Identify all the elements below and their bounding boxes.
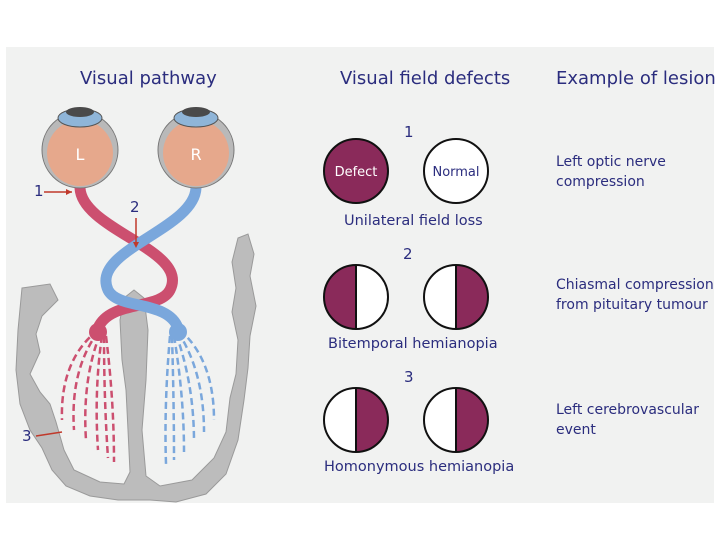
left-eye-label: L [76, 145, 85, 164]
marker-1: 1 [34, 182, 44, 200]
field-defect-fill [456, 388, 488, 452]
field-circle-1-right: Normal [423, 138, 489, 204]
field-circle-2-left [323, 264, 389, 330]
header-example-of-lesion: Example of lesion [556, 68, 716, 89]
marker-2-arrowhead [133, 242, 139, 248]
right-eye [157, 107, 235, 189]
brain-outline [15, 233, 257, 503]
right-geniculate [169, 323, 187, 341]
defect-number-2: 2 [403, 245, 413, 263]
lesion-example-1: Left optic nerve compression [556, 152, 666, 192]
field-circle-text: Normal [432, 165, 479, 180]
header-visual-field-defects: Visual field defects [340, 68, 511, 89]
lesion-example-2-line-2: from pituitary tumour [556, 297, 708, 313]
field-defect-fill [324, 139, 388, 203]
left-geniculate [89, 323, 107, 341]
marker-3-arrow [35, 431, 63, 437]
marker-3: 3 [22, 427, 32, 445]
marker-1-arrowhead [66, 189, 72, 195]
field-circle-text: Defect [335, 165, 378, 180]
field-circle-2-right [423, 264, 489, 330]
lesion-example-3: Left cerebrovascular event [556, 400, 699, 440]
lesion-example-1-line-2: compression [556, 174, 645, 190]
lesion-example-2: Chiasmal compression from pituitary tumo… [556, 275, 714, 315]
defect-number-3: 3 [404, 368, 414, 386]
left-optic-radiation [60, 329, 116, 463]
field-defect-fill [356, 388, 388, 452]
defect-label-3: Homonymous hemianopia [324, 459, 515, 475]
field-defect-fill [324, 265, 356, 329]
field-circle-3-right [423, 387, 489, 453]
lesion-example-1-line-1: Left optic nerve [556, 154, 666, 170]
defect-label-2: Bitemporal hemianopia [328, 336, 498, 352]
right-optic-radiation [164, 329, 216, 465]
field-circle-1-left: Defect [323, 138, 389, 204]
lesion-example-2-line-1: Chiasmal compression [556, 277, 714, 293]
marker-2: 2 [130, 198, 140, 216]
right-eye-label: R [190, 145, 201, 164]
defect-label-1: Unilateral field loss [344, 213, 483, 229]
field-circle-3-left [323, 387, 389, 453]
left-eye [41, 107, 119, 189]
right-optic-tract [100, 182, 202, 334]
lesion-example-3-line-2: event [556, 422, 596, 438]
header-visual-pathway: Visual pathway [80, 68, 217, 89]
defect-number-1: 1 [404, 123, 414, 141]
lesion-example-3-line-1: Left cerebrovascular [556, 402, 700, 418]
field-defect-fill [456, 265, 488, 329]
left-optic-tract [74, 182, 178, 334]
